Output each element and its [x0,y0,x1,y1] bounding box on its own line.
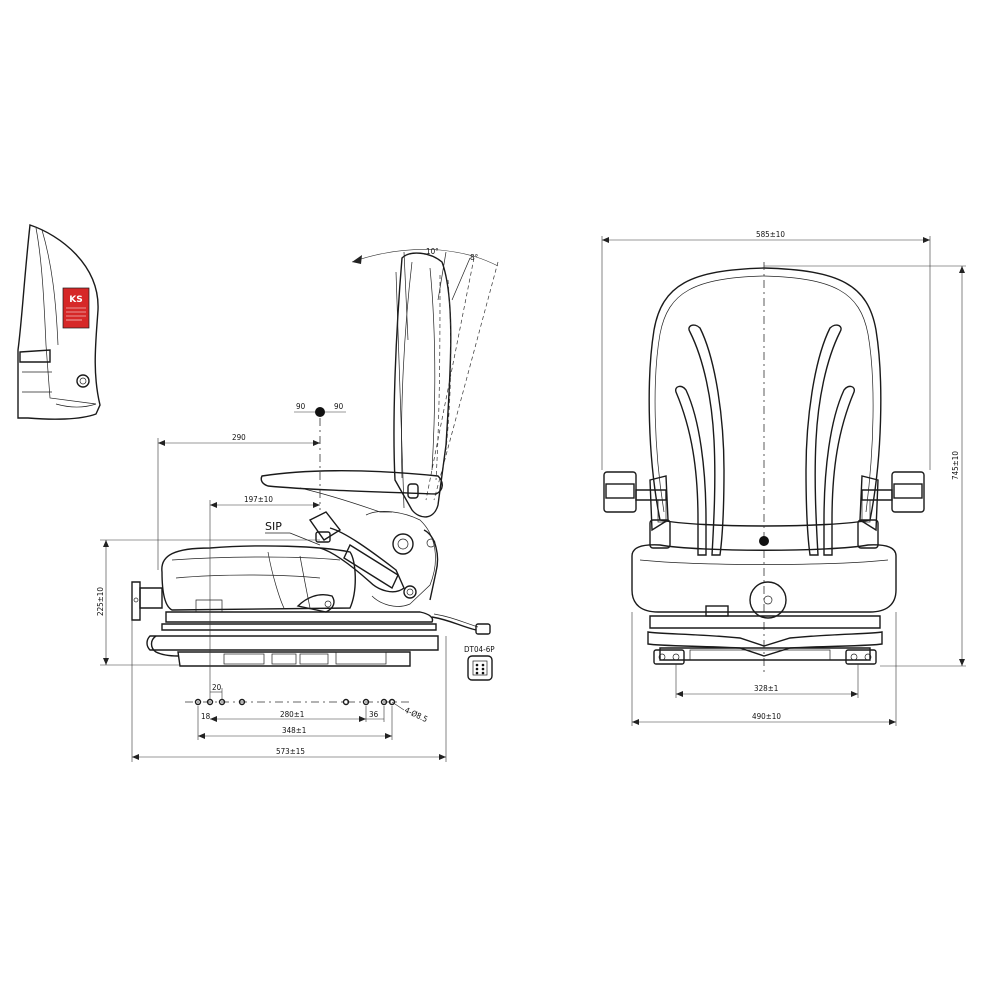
angle-label-10: 10° [426,247,439,256]
dim-290: 290 [232,433,246,442]
armrest-left-dim: 90 [296,402,306,411]
dim-holes: 4-Ø8.5 [403,705,429,724]
armrest-right-dim: 90 [334,402,344,411]
dim-745: 745±10 [951,451,960,480]
dim-20: 20 [212,683,222,692]
dim-280: 280±1 [280,710,304,719]
armrest-side [260,470,443,495]
connector-label: DT04-6P [464,645,495,654]
seat-cushion-front [631,544,897,613]
dim-18: 18 [201,712,211,721]
dim-36: 36 [369,710,379,719]
backrest-front [648,267,882,527]
dim-197: 197±10 [244,495,273,504]
seat-cushion-side [161,545,356,611]
sip-label: SIP [265,520,282,533]
dim-490: 490±10 [752,712,781,721]
angle-label-8: 8° [470,253,478,262]
suspension-base [165,611,434,623]
side-view: 10° 8° 90 90 SIP [96,247,499,762]
backrest-side [393,252,452,518]
backrest-detail-view: KS [17,224,101,420]
front-view: 585±10 745±10 328±1 490±10 [601,230,966,726]
suspension-base-front [649,615,881,629]
dim-348: 348±1 [282,726,306,735]
dim-225: 225±10 [96,587,105,616]
dim-573: 573±15 [276,747,305,756]
label-logo: KS [69,295,82,305]
dim-328: 328±1 [754,684,778,693]
dim-585: 585±10 [756,230,785,239]
armrest-left-front [603,471,669,532]
connector-icon [467,655,493,681]
